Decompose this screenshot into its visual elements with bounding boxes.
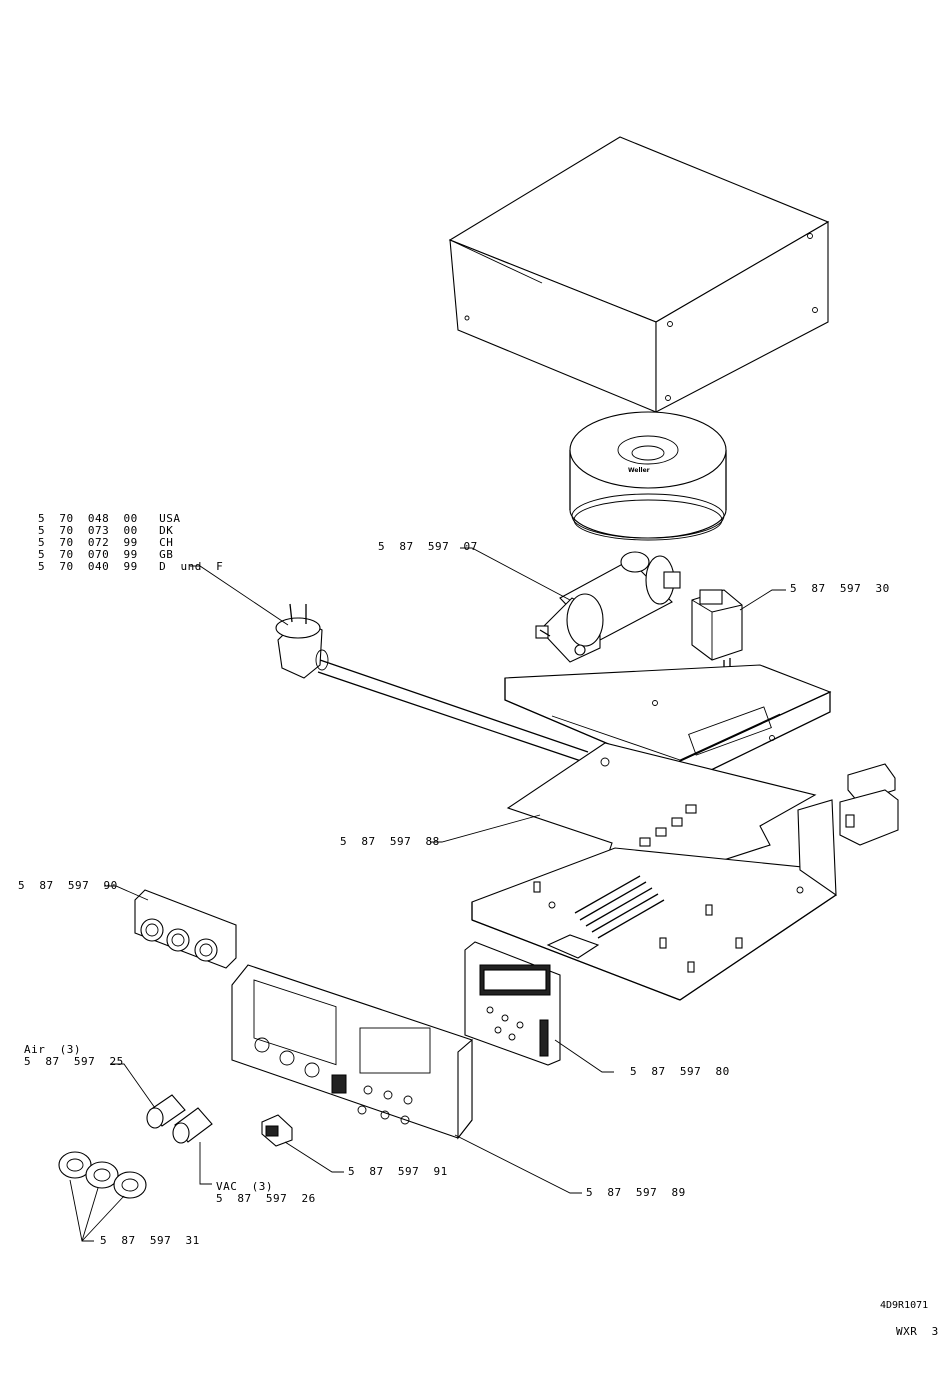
vac-part-callout: 5 87 597 26 [216, 1193, 316, 1205]
cord-part-4: 5 70 040 99 D und F [38, 561, 223, 573]
knobs-callout: 5 87 597 31 [100, 1235, 200, 1247]
transformer-logo: Weller [628, 467, 650, 474]
pump-callout: 5 87 597 07 [378, 541, 478, 553]
rocker-switch [262, 1115, 292, 1146]
front-panel-callout: 5 87 597 89 [586, 1187, 686, 1199]
vacuum-pump [536, 552, 680, 662]
pcb-plate-callout: 5 87 597 88 [340, 836, 440, 848]
socket-plate [135, 890, 236, 968]
display-pcb-callout: 5 87 597 80 [630, 1066, 730, 1078]
air-part-callout: 5 87 597 25 [24, 1056, 124, 1068]
toroidal-transformer: Weller [570, 412, 726, 540]
front-panel [232, 965, 472, 1138]
model-label: WXR 3 [896, 1326, 939, 1338]
display-pcb [465, 942, 560, 1065]
switch-callout: 5 87 597 91 [348, 1166, 448, 1178]
relay [692, 590, 742, 674]
housing-cover [450, 137, 828, 412]
relay-callout: 5 87 597 30 [790, 583, 890, 595]
drawing-code: 4D9R1071 [880, 1300, 928, 1312]
socket-plate-callout: 5 87 597 90 [18, 880, 118, 892]
mains-socket [840, 764, 898, 845]
